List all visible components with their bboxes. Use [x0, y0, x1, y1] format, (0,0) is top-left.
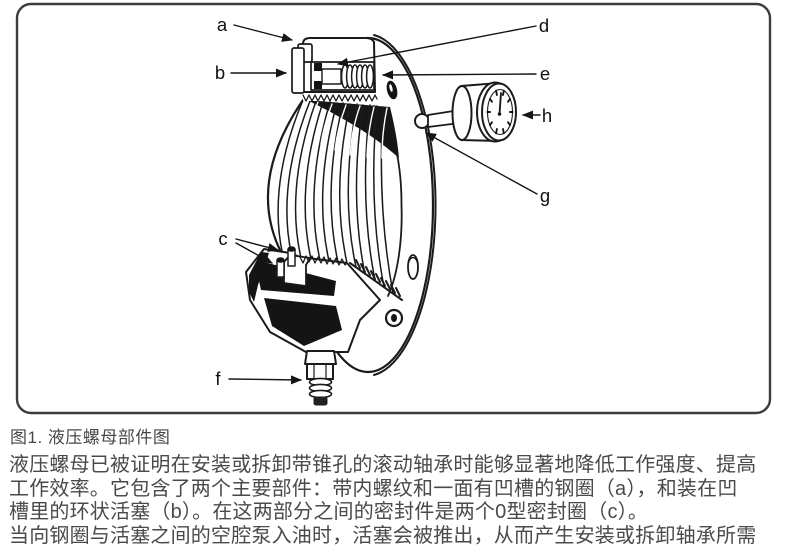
document-page: a b c d e f g h 图1. 液压螺母部件图 液压螺母已被证明在安装或… — [9, 2, 772, 547]
leader-line-g — [425, 132, 538, 195]
callout-a-label: a — [217, 14, 228, 35]
callout-d-label: d — [539, 15, 549, 36]
section-thread-serration — [299, 255, 348, 266]
thread-end-hatching — [355, 259, 401, 297]
seal-lower — [314, 81, 322, 89]
oil-nipple — [304, 350, 337, 406]
leader-line-e — [382, 70, 537, 80]
hydraulic-nut-illustration: a b c d e f g h — [215, 14, 552, 406]
callout-h-label: h — [542, 105, 552, 126]
figure-1-diagram: a b c d e f g h — [15, 2, 772, 415]
body-text-line: 槽里的环状活塞（b）。在这两部分之间的密封件是两个0型密封圈（c）。 — [9, 501, 649, 524]
callout-e-label: e — [540, 63, 550, 84]
face-hole-lower — [384, 308, 404, 328]
face-hole-upper — [386, 80, 398, 100]
thread-bore — [266, 98, 403, 301]
body-text-line: 工作效率。它包含了两个主要部件：带内螺纹和一面有凹槽的钢圈（a），和装在凹 — [9, 477, 738, 500]
o-ring-pin — [287, 246, 296, 267]
leader-line-c1 — [235, 238, 279, 252]
leader-line-a — [233, 24, 293, 42]
gauge-needle — [498, 92, 502, 115]
body-text-line: 液压螺母已被证明在安装或拆卸带锥孔的滚动轴承时能够显著地降低工作强度、提高 — [9, 454, 757, 476]
callout-c-label: c — [218, 228, 227, 249]
gauge-tick-marks — [486, 89, 514, 135]
o-ring-pin — [276, 257, 285, 278]
top-cross-section — [291, 37, 378, 102]
callout-g-label: g — [540, 185, 550, 206]
nut-outer-rim — [373, 34, 437, 376]
seal-upper — [314, 63, 322, 71]
face-hole-middle — [407, 254, 419, 280]
leader-line-d — [337, 25, 537, 67]
callout-f-label: f — [215, 368, 221, 389]
callout-b-label: b — [215, 62, 225, 83]
threaded-plug — [340, 64, 375, 89]
pressure-gauge — [451, 81, 517, 143]
leader-line-f — [228, 375, 302, 385]
leader-line-c2 — [235, 242, 273, 264]
thread-highlights — [308, 101, 388, 159]
body-text-line-clipped: 当向钢圈与活塞之间的空腔泵入油时，活塞会被推出，从而产生安装或拆卸轴承所需 — [9, 524, 757, 547]
bottom-cross-section — [245, 246, 381, 353]
figure-caption: 图1. 液压螺母部件图 — [10, 428, 171, 447]
thread-lines — [277, 99, 394, 294]
ring-thread-serration — [302, 94, 378, 102]
callout-leader-lines — [228, 24, 541, 385]
annular-piston-section — [291, 47, 305, 94]
